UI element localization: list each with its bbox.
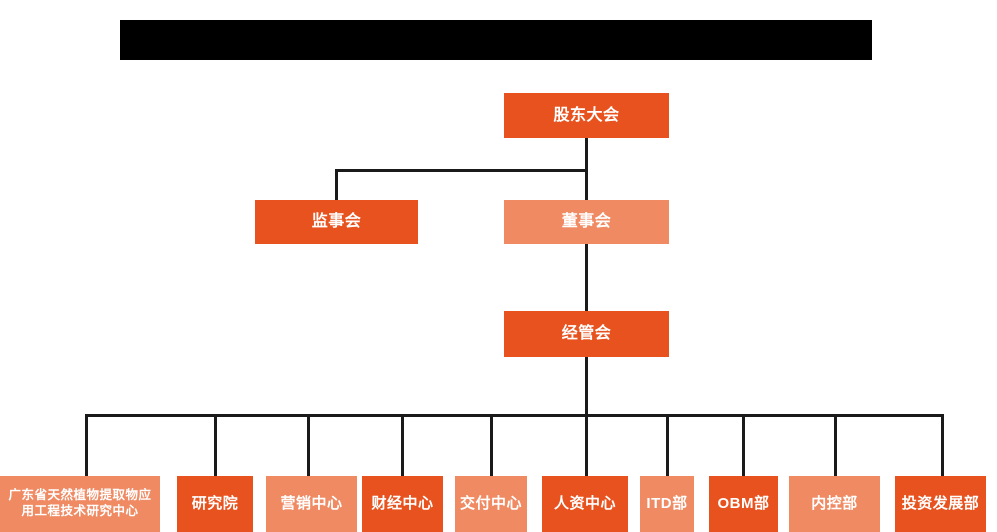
connector-directors-to-management — [585, 244, 588, 312]
node-label: 人资中心 — [553, 494, 616, 512]
node-label: OBM部 — [717, 494, 770, 512]
node-board-of-directors[interactable]: 董事会 — [504, 200, 669, 244]
connector-drop-internal-control-dept — [834, 414, 837, 476]
connector-drop-itd-dept — [666, 414, 669, 476]
connector-drop-obm-dept — [742, 414, 745, 476]
node-label: 监事会 — [311, 213, 362, 230]
node-board-of-supervisors[interactable]: 监事会 — [255, 200, 418, 244]
connector-drop-directors — [585, 169, 588, 201]
node-label: 财经中心 — [371, 494, 434, 512]
node-management-committee[interactable]: 经管会 — [504, 311, 669, 357]
node-label: 经管会 — [561, 325, 612, 342]
connector-management-trunk — [585, 357, 588, 416]
node-gd-natural-plant-extract-research-center[interactable]: 广东省天然植物提取物应用工程技术研究中心 — [0, 476, 160, 532]
node-hr-center[interactable]: 人资中心 — [542, 476, 628, 532]
connector-drop-finance-center — [401, 414, 404, 476]
connector-drop-investment-development-dept — [941, 414, 944, 476]
node-research-institute[interactable]: 研究院 — [177, 476, 253, 532]
node-internal-control-dept[interactable]: 内控部 — [789, 476, 880, 532]
node-investment-development-dept[interactable]: 投资发展部 — [895, 476, 986, 532]
node-label: 研究院 — [191, 494, 239, 512]
connector-drop-supervisors — [335, 169, 338, 201]
node-label: 广东省天然植物提取物应用工程技术研究中心 — [8, 488, 152, 518]
node-label: 营销中心 — [280, 494, 343, 512]
node-finance-center[interactable]: 财经中心 — [362, 476, 443, 532]
connector-l4-bus — [85, 414, 944, 417]
node-label: 交付中心 — [459, 494, 522, 512]
connector-drop-research-institute — [214, 414, 217, 476]
node-obm-dept[interactable]: OBM部 — [709, 476, 778, 532]
node-label: 投资发展部 — [901, 494, 980, 512]
connector-l1-trunk — [585, 138, 588, 171]
connector-drop-gd-research-center — [85, 414, 88, 476]
node-label: 股东大会 — [553, 106, 620, 124]
connector-drop-hr-center — [585, 414, 588, 476]
node-label: 董事会 — [561, 213, 612, 230]
node-marketing-center[interactable]: 营销中心 — [266, 476, 357, 532]
node-label: ITD部 — [646, 494, 688, 512]
node-itd-dept[interactable]: ITD部 — [640, 476, 694, 532]
connector-drop-delivery-center — [490, 414, 493, 476]
node-label: 内控部 — [811, 494, 858, 512]
connector-drop-marketing-center — [307, 414, 310, 476]
node-shareholders-meeting[interactable]: 股东大会 — [504, 93, 669, 138]
connector-l2-bar — [335, 169, 587, 172]
redacted-title-bar — [120, 20, 872, 60]
node-delivery-center[interactable]: 交付中心 — [455, 476, 527, 532]
